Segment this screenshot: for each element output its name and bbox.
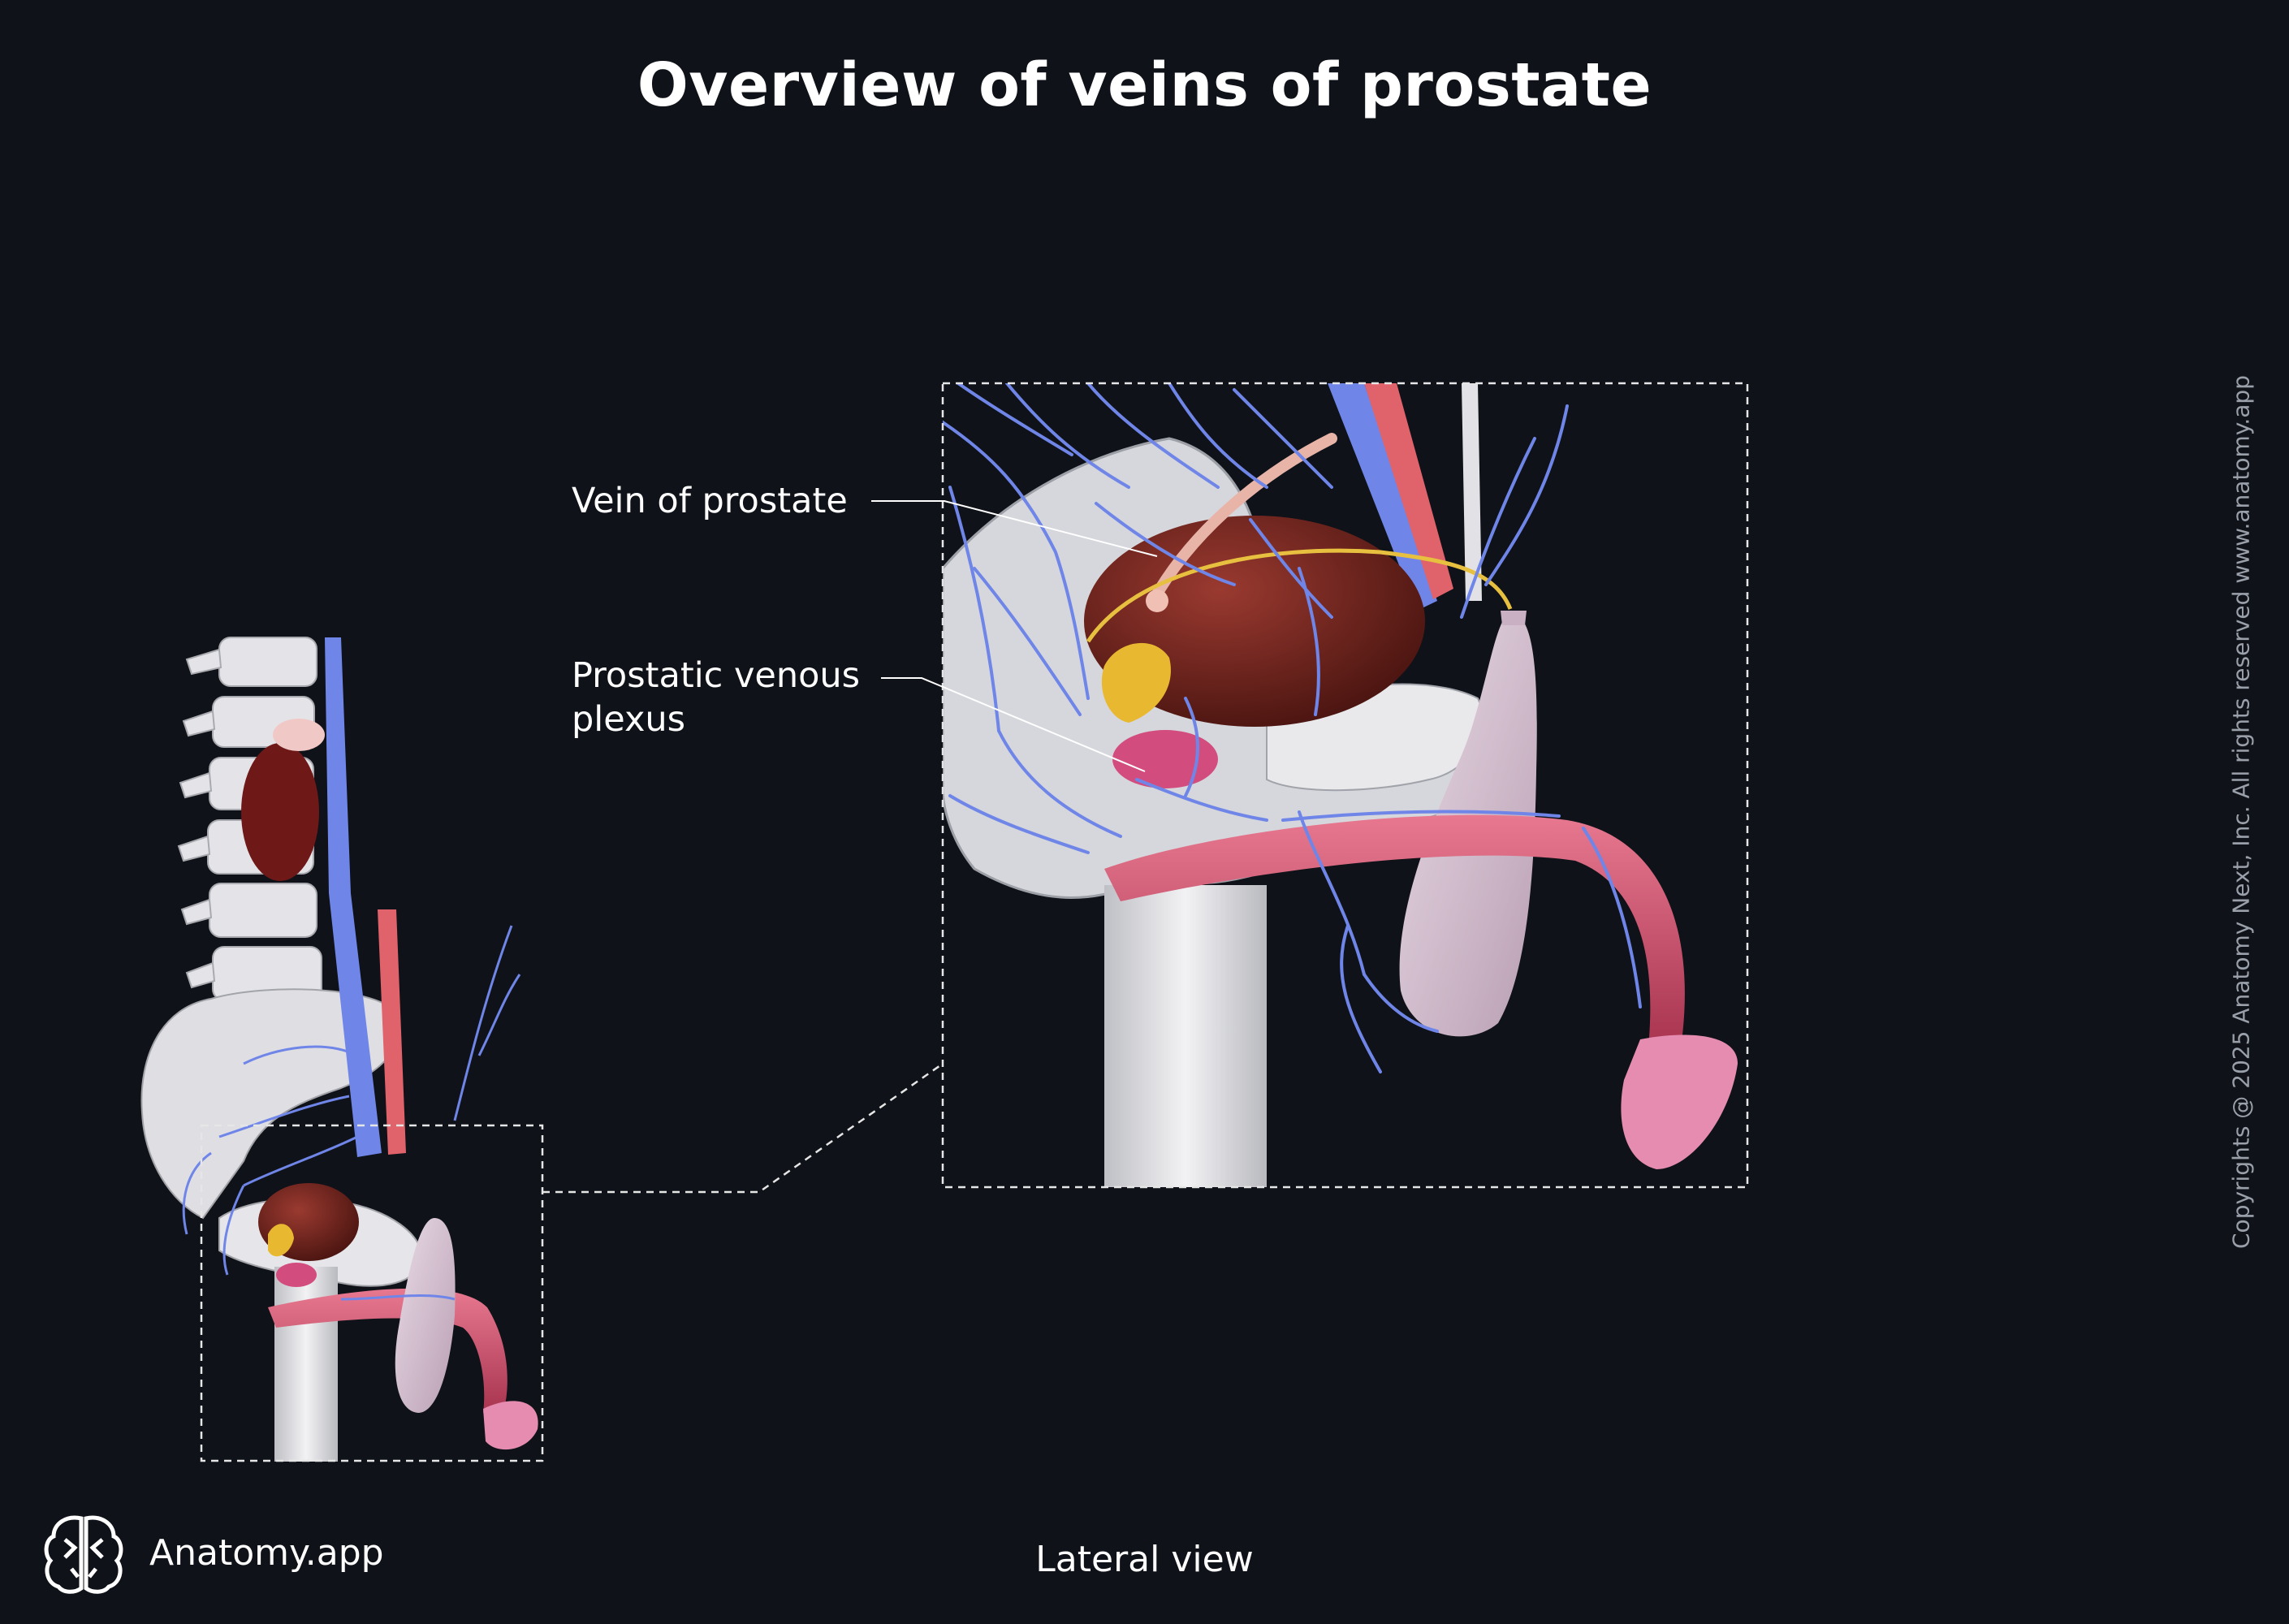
vein-of-prostate-text: Vein of prostate (572, 481, 848, 521)
seminal-vesicle (1101, 642, 1171, 723)
overview-zoom-box (200, 1124, 544, 1462)
pelvic-vein-network (943, 383, 1642, 1073)
copyright-notice: Copyrights @ 2025 Anatomy Next, Inc. All… (2227, 375, 2255, 1249)
overview-veins (182, 925, 521, 1301)
ductus-deferens (1462, 383, 1482, 601)
vein-of-prostate-leader (871, 500, 1158, 557)
brand-logo-spacer (42, 1512, 127, 1593)
femur-shaft (1104, 885, 1267, 1187)
overview-figure (140, 637, 538, 1462)
prostatic-venous-plexus-text-line1: Prostatic venous (572, 655, 861, 696)
inferior-vena-cava (325, 637, 382, 1157)
glans-penis (1621, 1034, 1738, 1169)
page-title: Overview of veins of prostate (637, 50, 1652, 120)
scrotum-small (395, 1218, 456, 1413)
brand-name: Anatomy.app (149, 1531, 384, 1574)
external-iliac-vein (1328, 383, 1437, 611)
view-label: Lateral view (1035, 1539, 1254, 1580)
seminal-vesicle-small (268, 1224, 294, 1257)
external-iliac-artery (1364, 383, 1453, 599)
abdominal-aorta (378, 909, 406, 1155)
vein-of-prostate-label: Vein of prostate (572, 479, 848, 523)
prostatic-venous-plexus-label: Prostatic venous plexus (572, 654, 860, 741)
prostatic-venous-plexus-text-line2: plexus (572, 699, 686, 740)
zoom-detail (943, 383, 1738, 1187)
glans-small (483, 1401, 538, 1450)
penis (1104, 814, 1685, 1047)
brand: Anatomy.app (42, 1512, 384, 1593)
kidney (241, 743, 319, 881)
prostate-small (276, 1263, 317, 1287)
prostatic-venous-plexus-leader (881, 677, 1146, 772)
prostate (1112, 730, 1218, 788)
ureter (1147, 433, 1337, 607)
zoom-connector-line (542, 1062, 944, 1194)
brain-logo-icon (44, 1515, 123, 1594)
